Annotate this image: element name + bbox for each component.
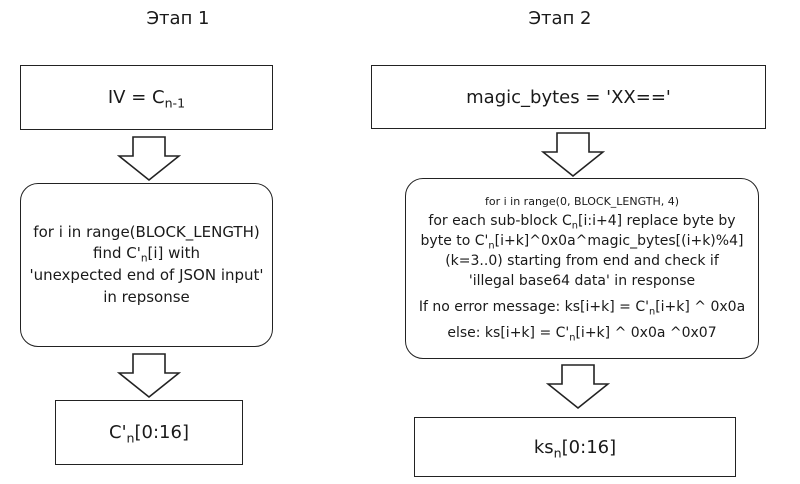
loop-line-2: find C'n[i] with [93,244,200,265]
result-text-stage-2: ksn[0:16] [533,436,617,460]
down-arrow-icon [117,353,181,399]
result-box-stage-1: C'n[0:16] [55,400,243,465]
loop-line-3: 'unexpected end of JSON input' [29,266,264,284]
loop-line-6: else: ks[i+k] = C'n[i+k] ^ 0x0a ^0x07 [447,324,717,343]
stage-1-title: Этап 1 [146,8,210,29]
result-text-stage-1: C'n[0:16] [109,422,189,446]
loop-line-4: in repsonse [103,287,190,306]
loop-header: for i in range(0, BLOCK_LENGTH, 4) [484,194,679,208]
loop-box-stage-2: for i in range(0, BLOCK_LENGTH, 4) for e… [405,178,759,359]
loop-line-3: (k=3..0) starting from end and check if [445,252,719,269]
down-arrow-icon [117,136,181,182]
loop-line-1: for i in range(BLOCK_LENGTH) [33,222,260,241]
iv-box: IV = Cn-1 [20,65,273,130]
magic-bytes-text: magic_bytes = 'XX==' [466,86,671,108]
magic-bytes-box: magic_bytes = 'XX==' [371,65,766,129]
down-arrow-icon [546,364,610,410]
loop-line-4: 'illegal base64 data' in response [468,272,696,289]
down-arrow-icon [541,132,605,178]
loop-line-2: byte to C'n[i+k]^0x0a^magic_bytes[(i+k)%… [420,233,744,252]
stage-2-title: Этап 2 [528,8,592,29]
loop-line-5: If no error message: ks[i+k] = C'n[i+k] … [418,298,746,318]
loop-line-1: for each sub-block Cn[i:i+4] replace byt… [428,213,736,232]
loop-box-stage-1: for i in range(BLOCK_LENGTH) find C'n[i]… [20,183,273,347]
iv-text: IV = Cn-1 [107,87,186,111]
result-box-stage-2: ksn[0:16] [414,417,736,477]
